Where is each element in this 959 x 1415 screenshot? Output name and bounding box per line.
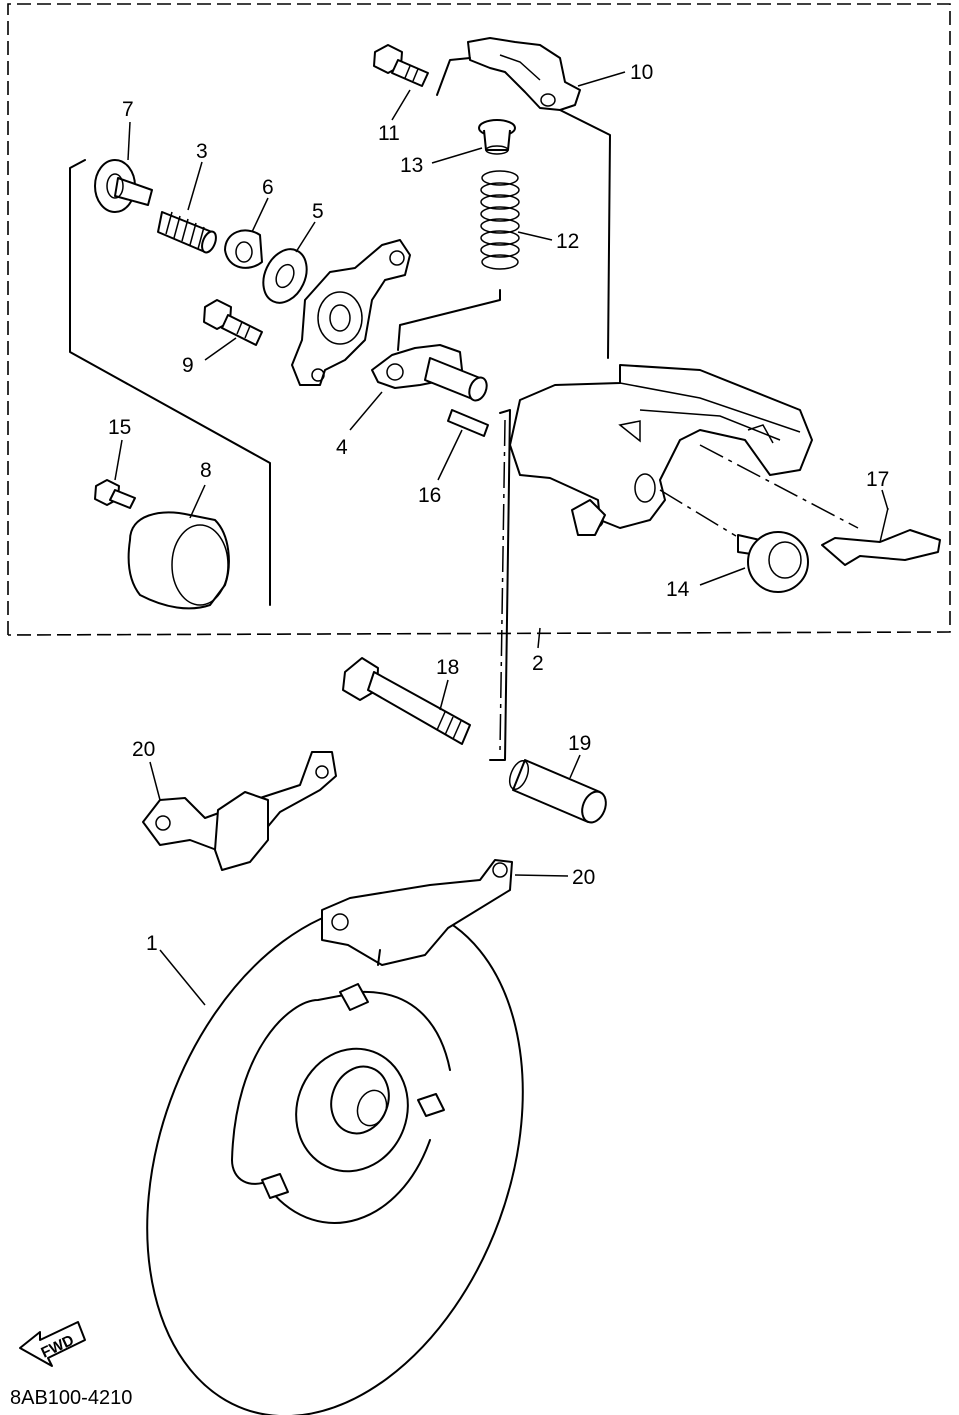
callout-4: 4 <box>336 436 348 459</box>
callout-5: 5 <box>312 200 324 223</box>
callout-6: 6 <box>262 176 274 199</box>
part-1-brake-disc <box>146 859 524 1415</box>
caliper-assembly-boundary <box>7 3 951 636</box>
callout-16: 16 <box>418 484 441 507</box>
callout-1: 1 <box>146 932 158 955</box>
part-7-adjuster <box>94 159 153 213</box>
callout-10: 10 <box>630 61 653 84</box>
callout-12: 12 <box>556 230 579 253</box>
part-14-piston <box>737 531 809 593</box>
part-4-shaft <box>371 344 488 402</box>
callout-15: 15 <box>108 416 131 439</box>
part-20-brake-pad-left <box>142 751 337 871</box>
part-8-cover <box>127 511 230 610</box>
fwd-arrow-icon: FWD <box>19 1321 86 1367</box>
callout-18: 18 <box>436 656 459 679</box>
leader-lines <box>114 71 889 1006</box>
part-3-adjusting-screw <box>157 211 217 254</box>
callout-3: 3 <box>196 140 208 163</box>
callout-9: 9 <box>182 354 194 377</box>
callout-11: 11 <box>378 122 400 145</box>
callout-8: 8 <box>200 459 212 482</box>
part-12-spring <box>480 170 520 270</box>
part-13-cap <box>478 119 516 155</box>
part-15-bolt <box>94 479 136 509</box>
part-19-sleeve <box>508 759 607 824</box>
callout-14: 14 <box>666 578 690 601</box>
callout-17: 17 <box>866 468 889 491</box>
callout-7: 7 <box>122 98 134 121</box>
callout-20-right: 20 <box>572 866 595 889</box>
part-10-bracket <box>467 37 581 111</box>
lever-housing <box>291 239 411 386</box>
part-9-bolt <box>203 299 263 346</box>
callout-19: 19 <box>568 732 591 755</box>
part-16-pin <box>447 409 489 437</box>
assembly-lines <box>69 57 859 966</box>
callout-2: 2 <box>532 652 544 675</box>
part-6-clip <box>224 229 263 269</box>
part-18-bolt <box>342 657 471 745</box>
callout-20-left: 20 <box>132 738 155 761</box>
part-17-clip <box>821 507 941 566</box>
callout-13: 13 <box>400 154 423 177</box>
callout-labels: 7 3 6 5 10 11 13 12 9 4 16 15 8 14 17 2 … <box>108 61 889 955</box>
part-2-caliper-body <box>509 364 813 536</box>
part-11-bolt <box>373 44 429 87</box>
diagram-code: 8AB100-4210 <box>10 1387 132 1409</box>
